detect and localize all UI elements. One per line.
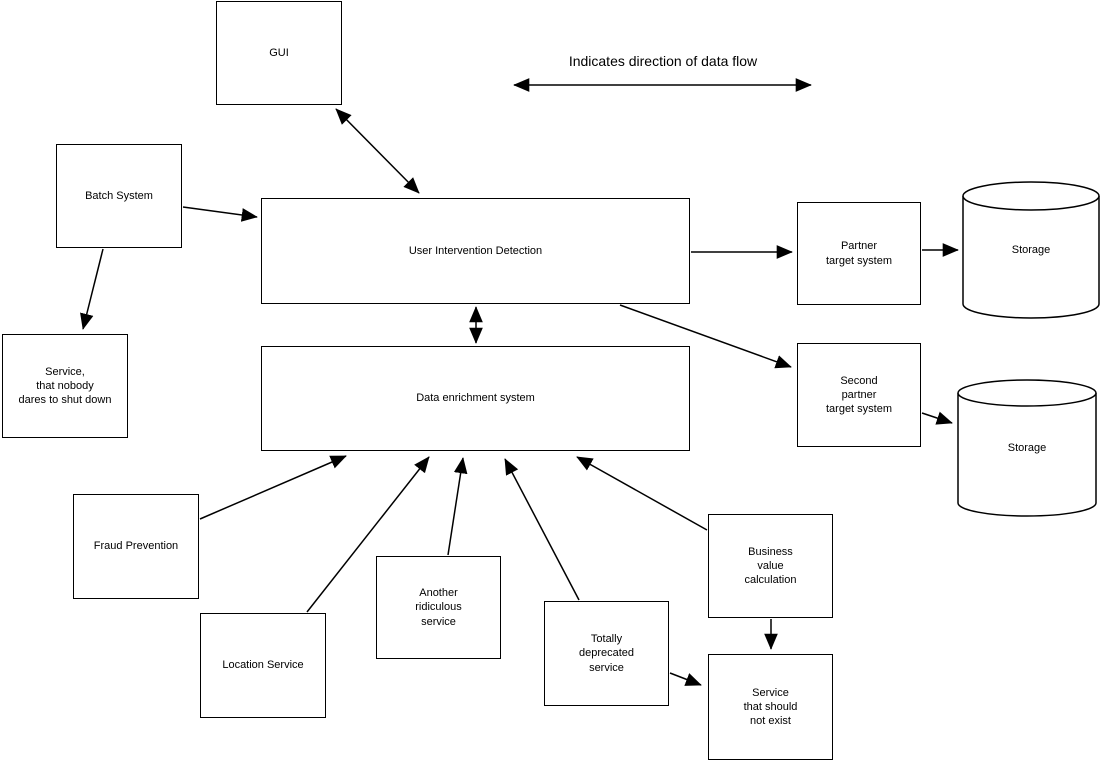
node-location-service[interactable]: Location Service	[200, 613, 326, 718]
storage-top-body[interactable]	[962, 196, 1100, 319]
node-location-service-label: Location Service	[222, 659, 304, 672]
node-another-ridiculous-service[interactable]: Another ridiculous service	[376, 556, 501, 659]
node-storage-bottom-label: Storage	[1007, 442, 1047, 454]
node-data-enrichment-system[interactable]: Data enrichment system	[261, 346, 690, 451]
node-gui[interactable]: GUI	[216, 1, 342, 105]
node-partner-target-system[interactable]: Partner target system	[797, 202, 921, 305]
storage-top-lid[interactable]	[962, 181, 1100, 211]
node-totally-deprecated-service-label: Totally deprecated service	[578, 633, 635, 674]
node-totally-deprecated-service[interactable]: Totally deprecated service	[544, 601, 669, 706]
node-service-that-should-not-exist-label: Service that should not exist	[743, 686, 798, 728]
node-business-value-calculation-label: Business value calculation	[744, 545, 797, 587]
edge-batch-to-uid	[182, 206, 258, 222]
node-storage-top-label: Storage	[1011, 244, 1051, 256]
node-business-value-calculation[interactable]: Business value calculation	[708, 514, 833, 618]
edge-another-to-des	[447, 457, 468, 556]
node-second-partner-target-system[interactable]: Second partner target system	[797, 343, 921, 447]
edge-batch-to-service-nobody	[80, 248, 104, 330]
node-service-nobody-dares-shut-down[interactable]: Service, that nobody dares to shut down	[2, 334, 128, 438]
storage-bottom-body[interactable]	[957, 393, 1097, 517]
node-service-nobody-label: Service, that nobody dares to shut down	[18, 365, 112, 407]
node-data-enrichment-system-label: Data enrichment system	[416, 392, 535, 405]
storage-bottom-lid[interactable]	[957, 379, 1097, 407]
edge-business-to-des	[576, 456, 708, 531]
node-storage-top[interactable]	[962, 181, 1100, 319]
edge-location-to-des	[306, 456, 430, 613]
edge-fraud-to-des	[199, 455, 347, 520]
node-batch-system[interactable]: Batch System	[56, 144, 182, 248]
node-storage-top-label-wrap: Storage	[963, 196, 1099, 304]
legend-label: Indicates direction of data flow	[568, 53, 758, 69]
node-service-that-should-not-exist[interactable]: Service that should not exist	[708, 654, 833, 760]
edge-second-partner-to-storage-bottom	[921, 411, 953, 425]
node-fraud-prevention-label: Fraud Prevention	[93, 540, 179, 553]
edge-totally-to-des	[504, 458, 580, 601]
node-batch-system-label: Batch System	[85, 189, 153, 202]
edge-gui-uid	[335, 108, 420, 194]
node-another-ridiculous-service-label: Another ridiculous service	[415, 587, 462, 628]
node-user-intervention-detection[interactable]: User Intervention Detection	[261, 198, 690, 304]
node-partner-target-system-label: Partner target system	[825, 240, 893, 267]
edge-uid-to-second-partner	[619, 304, 792, 369]
node-fraud-prevention[interactable]: Fraud Prevention	[73, 494, 199, 599]
node-gui-label: GUI	[269, 46, 289, 59]
node-second-partner-target-system-label: Second partner target system	[825, 374, 893, 416]
node-user-intervention-detection-label: User Intervention Detection	[408, 244, 543, 257]
node-storage-bottom[interactable]	[957, 379, 1097, 517]
edge-totally-to-service-not-exist	[669, 672, 702, 686]
node-storage-bottom-label-wrap: Storage	[958, 393, 1096, 503]
